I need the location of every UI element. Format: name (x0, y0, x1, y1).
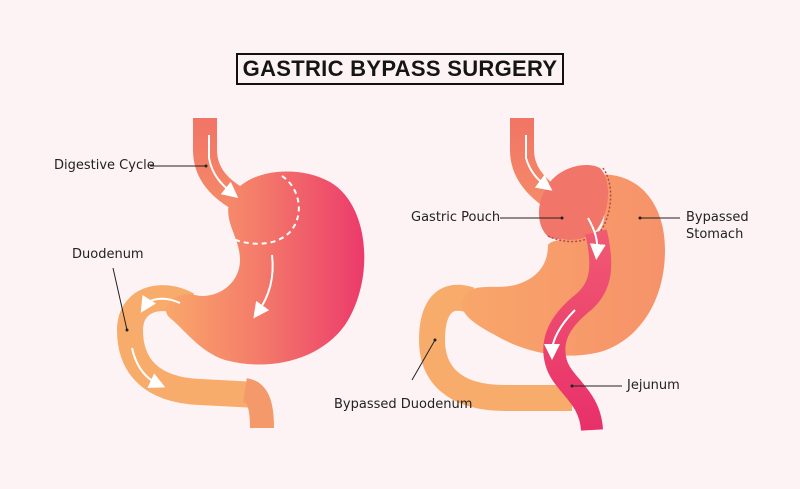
flow-arrow-esophagus (208, 135, 239, 198)
label-jejunum: Jejunum (627, 378, 680, 393)
flow-arrow-esophagus-right (525, 135, 553, 191)
bypassed-stomach-body (461, 174, 665, 356)
esophagus (193, 118, 247, 211)
flow-arrow-pouch (587, 217, 606, 260)
normal-stomach-diagram (112, 118, 365, 429)
gastric-pouch (538, 164, 609, 240)
leader-duodenum (112, 267, 128, 331)
bypass-stomach-diagram (411, 118, 680, 432)
flow-arrow-duodenum-1 (140, 294, 181, 313)
leader-bypassed-duodenum (411, 339, 436, 381)
flow-arrow-duodenum-2 (131, 347, 166, 388)
flow-arrow-stomach (253, 254, 274, 319)
duodenum-end (241, 378, 274, 429)
label-gastric-pouch: Gastric Pouch (411, 210, 501, 225)
label-bypassed-stomach-line2: Stomach (686, 227, 744, 242)
label-bypassed-duodenum: Bypassed Duodenum (334, 397, 473, 412)
bypassed-duodenum-tube (418, 284, 572, 411)
label-duodenum: Duodenum (72, 247, 144, 262)
label-bypassed-stomach-line1: Bypassed (686, 210, 749, 225)
flow-arrow-jejunum (544, 309, 576, 360)
stomach-body (166, 171, 365, 365)
title-frame: GASTRIC BYPASS SURGERY (236, 53, 564, 85)
label-digestive-cycle: Digestive Cycle (54, 158, 155, 173)
page-title: GASTRIC BYPASS SURGERY (242, 56, 558, 81)
staple-line-stomach (599, 167, 612, 233)
dashed-pouch-outline (229, 175, 300, 245)
